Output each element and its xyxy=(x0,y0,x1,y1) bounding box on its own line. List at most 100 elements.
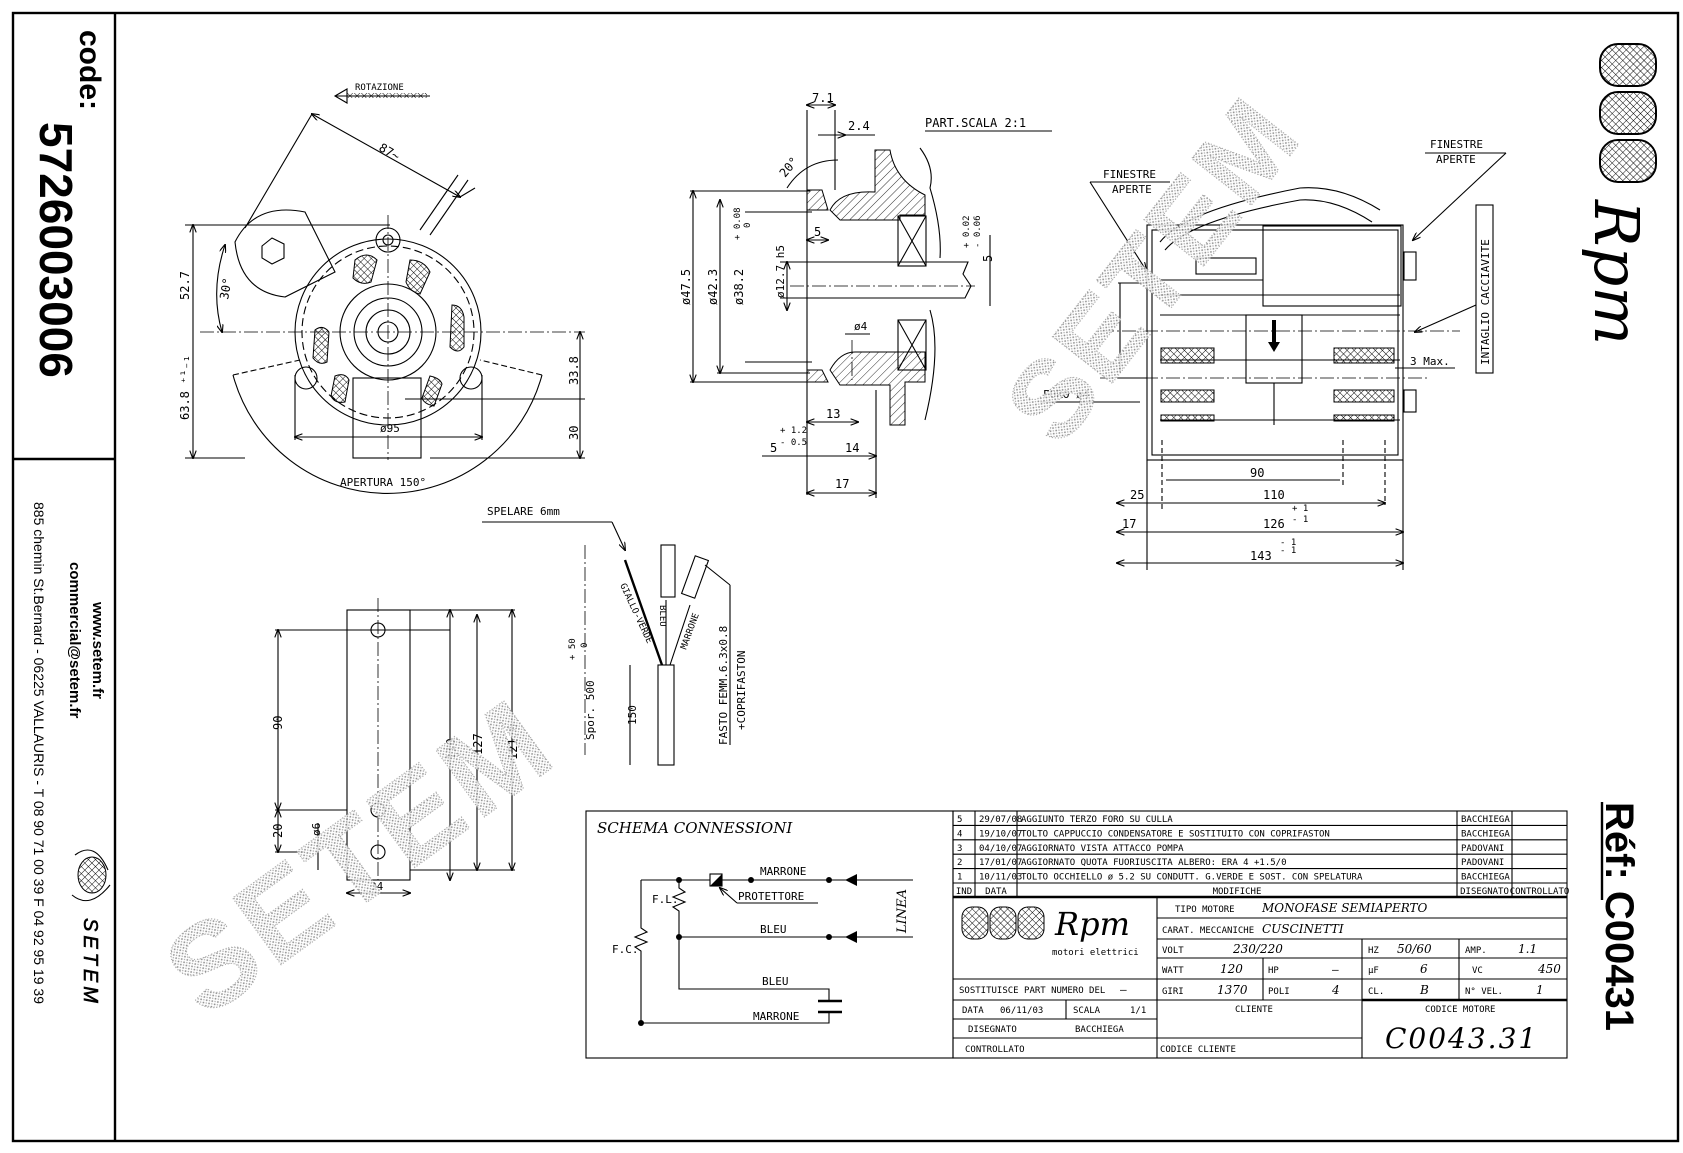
drawn-value: BACCHIEGA xyxy=(1075,1025,1124,1035)
terminal-cover: +COPRIFASTON xyxy=(735,651,748,730)
side-tol-126-lower: - 1 xyxy=(1280,538,1296,548)
revision-date: 29/07/08 xyxy=(979,815,1022,825)
revision-header-date: DATA xyxy=(985,887,1007,897)
scale-label: SCALA xyxy=(1073,1006,1101,1016)
label-marrone-top: MARRONE xyxy=(760,865,806,878)
windows-label-right: FINESTRE xyxy=(1430,138,1483,151)
revision-header-drawn: DISEGNATO xyxy=(1460,887,1509,897)
dia-47-5: ø47.5 xyxy=(679,269,693,305)
label-fc: F.C. xyxy=(612,943,639,956)
bracket-dim-20: 20 xyxy=(271,824,285,838)
dia-95: ø95 xyxy=(380,422,400,435)
revision-header-ind: IND xyxy=(956,887,972,897)
poles-value: 4 xyxy=(1331,983,1340,997)
email-link[interactable]: commercial@setem.fr xyxy=(66,562,83,719)
cable-length-tol-upper: + 50 xyxy=(568,638,578,660)
label-fl: F.L. xyxy=(652,893,679,906)
revision-date: 17/01/07 xyxy=(979,858,1022,868)
revision-ind: 1 xyxy=(957,873,962,883)
dim-5-left: 5 xyxy=(770,441,777,455)
title-logo-text: Rpm xyxy=(1054,905,1130,943)
angle-20: 20° xyxy=(777,154,802,180)
label-marrone-bottom: MARRONE xyxy=(753,1010,799,1023)
dia-4: ø4 xyxy=(854,320,868,333)
side-dim-17: 17 xyxy=(1122,517,1136,531)
wire-blue: BLEU xyxy=(657,605,667,627)
label-line: LINEA xyxy=(895,889,910,934)
capacitor-icon xyxy=(818,999,842,1014)
dia-42-3: ø42.3 xyxy=(706,269,720,305)
revision-drawn: BACCHIEGA xyxy=(1461,815,1510,825)
line-input-arrow-icon xyxy=(845,874,857,943)
checked-label: CONTROLLATO xyxy=(965,1045,1025,1055)
side-dim-126: 126 xyxy=(1263,517,1285,531)
hp-label: HP xyxy=(1268,966,1279,976)
cable-length-tol-lower: 0 xyxy=(580,643,590,648)
capacitor-clamp xyxy=(234,209,336,298)
side-tol-110: + 1 xyxy=(1292,504,1308,514)
angle-30: 30° xyxy=(217,277,235,301)
terminal-spec: FASTO FEMM.6.3x0.8 xyxy=(717,626,730,745)
address-text: 885 chemin St.Bernard - 06225 VALLAURIS … xyxy=(31,502,47,1004)
revision-date: 10/11/03 xyxy=(979,873,1022,883)
title-logo-subtitle: motori elettrici xyxy=(1052,948,1139,958)
dia-shaft: ø12.7 h5 xyxy=(774,245,787,298)
label-bleu-mid: BLEU xyxy=(760,923,787,936)
bracket-dim-34: 34 xyxy=(370,880,384,893)
revision-change: TOLTO CAPPUCCIO CONDENSATORE E SOSTITUIT… xyxy=(1021,829,1330,839)
strip-note: SPELARE 6mm xyxy=(487,505,560,518)
code-box: code: 5726003006 xyxy=(30,30,106,378)
side-tol-126-upper: - 1 xyxy=(1292,515,1308,525)
bracket-view: 90 20 ø6 110 127 121.6 34 xyxy=(271,598,520,893)
dim-5-right: 5 xyxy=(981,255,995,262)
front-view: ROTAZIONE 87~ 52.7 63.8 ⁺¹₋₁ 30° 33 xyxy=(178,83,585,494)
dim-14: 14 xyxy=(845,441,859,455)
code-label: code: xyxy=(73,30,106,110)
revision-change: AGGIUNTO TERZO FORO SU CULLA xyxy=(1021,815,1173,825)
revision-header-changes: MODIFICHE xyxy=(1213,887,1262,897)
side-dim-90: 90 xyxy=(1250,466,1264,480)
bracket-dim-127: 127 xyxy=(471,733,485,755)
amp-label: AMP. xyxy=(1465,946,1487,956)
replaces-value: — xyxy=(1120,983,1127,996)
uf-value: 6 xyxy=(1420,962,1428,976)
windows-label-left: FINESTRE xyxy=(1103,168,1156,181)
code-value: 5726003006 xyxy=(30,122,82,378)
windows-label-left-2: APERTE xyxy=(1112,183,1152,196)
watt-value: 120 xyxy=(1220,962,1243,976)
revision-ind: 2 xyxy=(957,858,962,868)
date-value: 06/11/03 xyxy=(1000,1006,1043,1016)
side-dim-110: 110 xyxy=(1263,488,1285,502)
side-view: FINESTRE APERTE FINESTRE APERTE INTAGLIO… xyxy=(1040,138,1507,570)
scale-note: PART.SCALA 2:1 xyxy=(925,116,1026,130)
motor-code-label: CODICE MOTORE xyxy=(1425,1005,1495,1015)
windows-label-right-2: APERTE xyxy=(1436,153,1476,166)
dim-5: 5 xyxy=(814,225,821,239)
uf-label: µF xyxy=(1368,966,1379,976)
hp-value: — xyxy=(1332,963,1339,976)
dim-30: 30 xyxy=(567,426,581,440)
website-link[interactable]: www.setem.fr xyxy=(89,601,106,699)
class-label: CL. xyxy=(1368,987,1384,997)
mech-label: CARAT. MECCANICHE xyxy=(1162,926,1254,936)
dim-52-7: 52.7 xyxy=(178,271,192,300)
dim-87: 87~ xyxy=(377,140,403,163)
drawn-label: DISEGNATO xyxy=(968,1025,1017,1035)
tol-5r-lower: - 0.06 xyxy=(973,215,983,248)
fc-winding-icon xyxy=(633,880,649,1023)
revision-drawn: PADOVANI xyxy=(1461,844,1504,854)
watt-label: WATT xyxy=(1162,966,1184,976)
aperture-label: APERTURA 150° xyxy=(340,476,426,489)
watermark-top-right: SETEM xyxy=(982,75,1325,465)
dim-7-1: 7.1 xyxy=(812,91,834,105)
rpm-title-logo: Rpm motori elettrici xyxy=(961,905,1139,958)
dim-17: 17 xyxy=(835,477,849,491)
wire-brown: MARRONE xyxy=(679,612,701,651)
bracket-dia-6: ø6 xyxy=(310,823,323,836)
client-label: CLIENTE xyxy=(1235,1005,1273,1015)
side-dim-25: 25 xyxy=(1130,488,1144,502)
hz-label: HZ xyxy=(1368,946,1379,956)
